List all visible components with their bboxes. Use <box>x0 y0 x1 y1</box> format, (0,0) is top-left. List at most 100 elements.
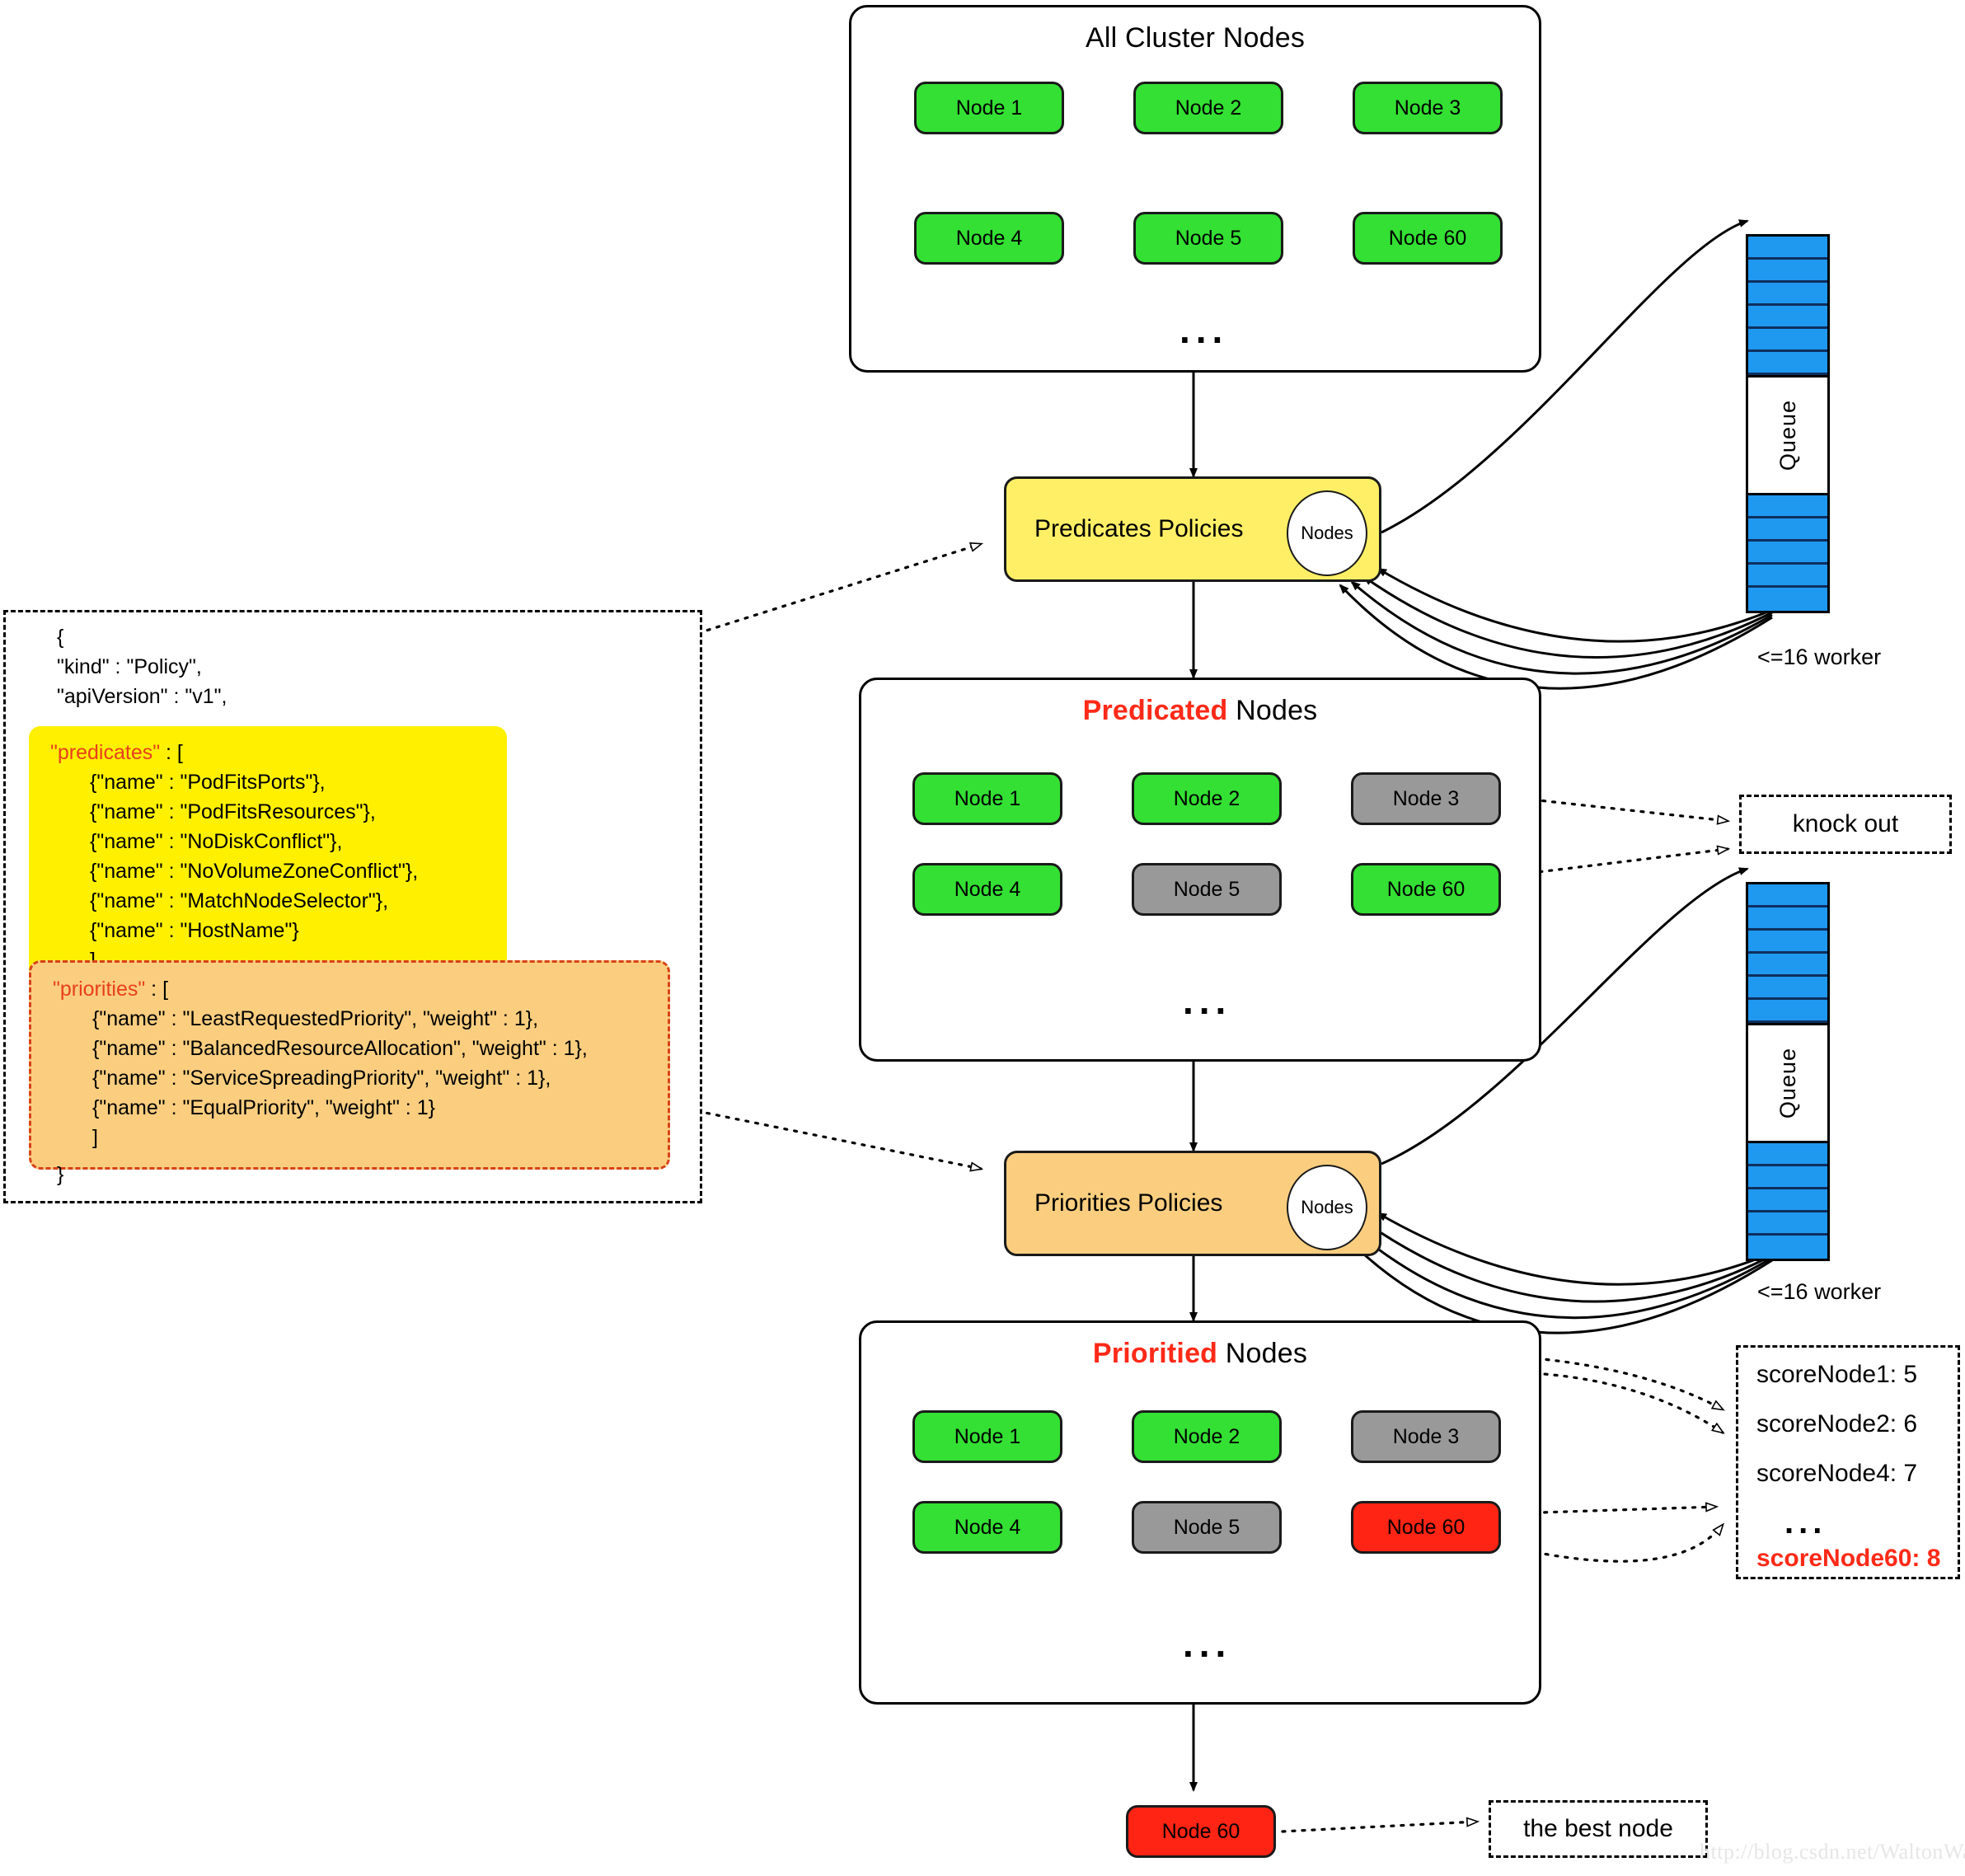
watermark-text: http://blog.csdn.net/WaltonWang <box>1700 1840 1965 1864</box>
node-chip[interactable]: Node 4 <box>912 863 1062 916</box>
json-priorities-open: : [ <box>145 978 169 1001</box>
queue-cell <box>1748 260 1827 283</box>
score-ellipsis: ... <box>1784 1504 1827 1541</box>
queue-cell <box>1748 237 1827 260</box>
panel-title-prioritied-rest: Nodes <box>1217 1338 1308 1369</box>
json-kind-line: "kind" : "Policy", <box>57 655 202 678</box>
node-chip[interactable]: Node 2 <box>1132 772 1282 825</box>
json-priorities-item: {"name" : "ServiceSpreadingPriority", "w… <box>92 1067 551 1090</box>
more-nodes-ellipsis: ... <box>1183 1622 1232 1665</box>
json-predicates-item: {"name" : "HostName"} <box>90 919 299 942</box>
node-chip[interactable]: Node 1 <box>912 1410 1062 1463</box>
predicates-worker-note: <=16 worker <box>1757 645 1882 669</box>
node-chip[interactable]: Node 2 <box>1132 1410 1282 1463</box>
node-label: Node 3 <box>1392 786 1460 810</box>
node-label: Node 1 <box>954 1424 1021 1448</box>
json-priorities-item: {"name" : "BalancedResourceAllocation", … <box>92 1037 588 1060</box>
more-nodes-ellipsis: ... <box>1183 979 1232 1022</box>
json-apiversion-key: "apiVersion" <box>57 685 168 708</box>
node-label: Node 3 <box>1392 1424 1460 1448</box>
json-predicates-open: : [ <box>160 741 183 764</box>
node-label: Node 3 <box>1394 96 1461 120</box>
panel-title-all-cluster: All Cluster Nodes <box>1085 22 1306 54</box>
predicates-circle-label: Nodes <box>1301 523 1353 543</box>
queue-cell <box>1748 352 1827 375</box>
queue-cell <box>1748 977 1827 1000</box>
node-label: Node 60 <box>1388 226 1467 250</box>
panel-all-cluster-nodes: All Cluster Nodes Node 1 Node 2 Node 3 N… <box>849 5 1541 373</box>
json-priorities-key: "priorities" <box>53 978 146 1001</box>
queue-cell <box>1748 931 1827 954</box>
node-chip[interactable]: Node 60 <box>1353 212 1503 265</box>
node-label: Node 60 <box>1386 877 1466 901</box>
json-predicates-item: {"name" : "NoDiskConflict"}, <box>90 830 343 853</box>
node-chip[interactable]: Node 3 <box>1351 1410 1501 1463</box>
node-chip[interactable]: Node 60 <box>1351 863 1501 916</box>
json-priorities-header: "priorities" : [ <box>53 974 646 1004</box>
predicates-queue-label: Queue <box>1748 375 1827 495</box>
node-chip[interactable]: Node 3 <box>1351 772 1501 825</box>
queue-cell <box>1748 908 1827 931</box>
node-label: Node 1 <box>955 96 1023 120</box>
priorities-policies-box[interactable]: Priorities Policies Nodes <box>1004 1151 1381 1256</box>
json-apiversion-value: : "v1", <box>167 685 227 708</box>
node-chip[interactable]: Node 5 <box>1132 1501 1282 1554</box>
node-chip[interactable]: Node 1 <box>914 82 1064 134</box>
predicates-policies-box[interactable]: Predicates Policies Nodes <box>1004 476 1381 582</box>
final-best-node-chip[interactable]: Node 60 <box>1126 1805 1276 1858</box>
queue-cell <box>1748 306 1827 329</box>
json-priorities-item: {"name" : "EqualPriority", "weight" : 1} <box>92 1096 435 1119</box>
queue-cell <box>1748 1000 1827 1023</box>
json-priorities-block: "priorities" : [ {"name" : "LeastRequest… <box>29 960 670 1170</box>
node-chip[interactable]: Node 5 <box>1132 863 1282 916</box>
node-label: Node 60 <box>1386 1515 1466 1539</box>
panel-title-prioritied-highlight: Prioritied <box>1092 1338 1218 1369</box>
json-close-brace: } <box>57 1163 64 1186</box>
node-label: Node 4 <box>954 877 1021 901</box>
node-chip[interactable]: Node 5 <box>1133 212 1283 265</box>
node-label: Node 1 <box>954 786 1021 810</box>
queue-cell <box>1748 1166 1827 1189</box>
score-line: scoreNode2: 6 <box>1756 1410 1918 1437</box>
json-open-brace: { <box>57 626 64 649</box>
queue-cell <box>1748 954 1827 977</box>
node-label: Node 2 <box>1173 786 1240 810</box>
panel-title-predicated-rest: Nodes <box>1227 695 1318 726</box>
node-chip[interactable]: Node 4 <box>914 212 1064 265</box>
node-label: Node 5 <box>1173 877 1240 901</box>
json-predicates-header: "predicates" : [ <box>50 738 485 767</box>
predicates-nodes-circle: Nodes <box>1287 490 1367 576</box>
node-chip[interactable]: Node 1 <box>912 772 1062 825</box>
queue-cell <box>1748 1212 1827 1236</box>
queue-cell <box>1748 329 1827 352</box>
priorities-policies-label: Priorities Policies <box>1034 1189 1223 1217</box>
node-label: Node 5 <box>1173 1515 1240 1539</box>
panel-predicated-nodes: Predicated Nodes Node 1 Node 2 Node 3 No… <box>859 678 1541 1062</box>
priorities-worker-note: <=16 worker <box>1757 1279 1882 1304</box>
priorities-nodes-circle: Nodes <box>1287 1165 1367 1250</box>
node-label: Node 2 <box>1173 1424 1240 1448</box>
more-nodes-ellipsis: ... <box>1179 308 1229 351</box>
scheduler-policy-json-panel: { "kind" : "Policy", "apiVersion" : "v1"… <box>3 610 702 1203</box>
queue-cell <box>1748 588 1827 611</box>
json-priorities-item: {"name" : "LeastRequestedPriority", "wei… <box>92 1007 539 1030</box>
node-chip[interactable]: Node 2 <box>1133 82 1283 134</box>
node-chip[interactable]: Node 3 <box>1353 82 1503 134</box>
knock-out-label: knock out <box>1792 810 1899 837</box>
priorities-queue-label: Queue <box>1748 1023 1827 1143</box>
queue-cell <box>1748 1143 1827 1166</box>
predicates-policies-label: Predicates Policies <box>1034 515 1244 542</box>
node-chip[interactable]: Node 4 <box>912 1501 1062 1554</box>
score-line-best: scoreNode60: 8 <box>1756 1545 1941 1572</box>
panel-title-predicated-highlight: Predicated <box>1082 695 1228 726</box>
queue-cell <box>1748 1189 1827 1212</box>
score-line: scoreNode1: 5 <box>1756 1361 1918 1388</box>
panel-title-predicated: Predicated Nodes <box>861 695 1539 727</box>
node-chip[interactable]: Node 60 <box>1351 1501 1501 1554</box>
panel-prioritied-nodes: Prioritied Nodes Node 1 Node 2 Node 3 No… <box>859 1320 1541 1705</box>
node-label: Node 60 <box>1161 1819 1240 1843</box>
predicates-queue: Queue <box>1746 234 1830 613</box>
json-predicates-item: {"name" : "NoVolumeZoneConflict"}, <box>90 860 419 883</box>
json-priorities-close: ] <box>92 1126 98 1149</box>
